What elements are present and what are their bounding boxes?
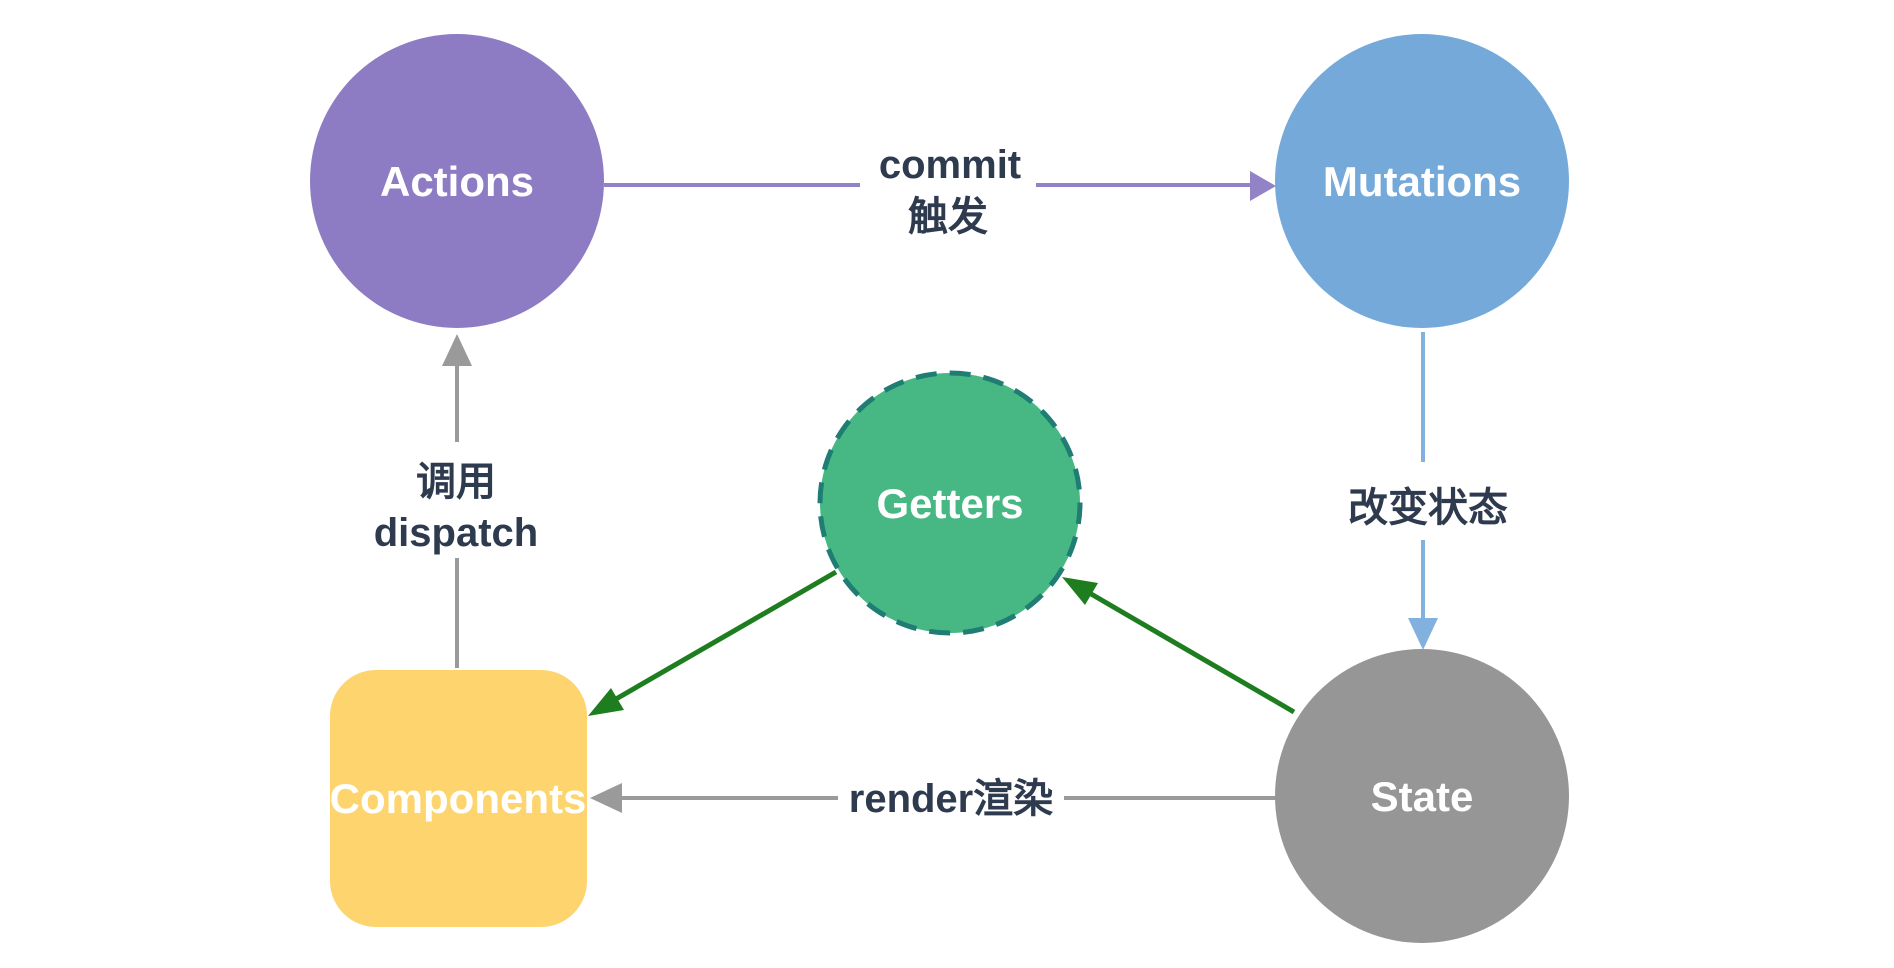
components-box: [330, 670, 587, 927]
change-state-label: 改变状态: [1348, 486, 1508, 530]
node-getters: Getters: [817, 370, 1083, 636]
node-state: State: [1275, 649, 1569, 943]
render-label: render渲染: [849, 777, 1054, 821]
getters-to-components-line: [614, 569, 838, 702]
edge-dispatch-components-to-actions: [442, 334, 472, 668]
actions-label: Actions: [380, 158, 534, 205]
edge-getters-to-components: [588, 569, 838, 716]
label-dispatch: 调用 dispatch: [374, 460, 538, 555]
commit-label-line2: 触发: [908, 195, 988, 239]
dispatch-label-line2: dispatch: [374, 511, 538, 555]
components-label: Components: [330, 775, 587, 822]
edge-commit-actions-to-mutations: [604, 171, 1276, 201]
state-to-getters-line: [1084, 588, 1296, 715]
getters-circle: [817, 370, 1083, 636]
dispatch-arrowhead-up-icon: [442, 334, 472, 366]
mutations-label: Mutations: [1323, 158, 1521, 205]
node-components: Components: [330, 670, 587, 927]
edge-state-to-getters: [1062, 577, 1296, 715]
state-label: State: [1371, 773, 1474, 820]
getters-to-components-arrowhead-icon: [588, 688, 624, 716]
node-mutations: Mutations: [1275, 34, 1569, 328]
render-arrowhead-left-icon: [590, 783, 622, 813]
state-circle: [1275, 649, 1569, 943]
state-to-getters-arrowhead-icon: [1062, 577, 1098, 605]
edge-change-state-mutations-to-state: [1408, 332, 1438, 650]
getters-label: Getters: [876, 480, 1023, 527]
label-commit: commit 触发: [879, 143, 1021, 239]
actions-circle: [310, 34, 604, 328]
dispatch-label-line1: 调用: [416, 460, 496, 504]
commit-arrowhead-right-icon: [1250, 171, 1276, 201]
change-state-arrowhead-down-icon: [1408, 618, 1438, 650]
label-change-state: 改变状态: [1348, 486, 1508, 530]
node-actions: Actions: [310, 34, 604, 328]
edge-render-state-to-components: [590, 783, 1276, 813]
label-render: render渲染: [849, 777, 1054, 821]
commit-label-line1: commit: [879, 143, 1021, 187]
mutations-circle: [1275, 34, 1569, 328]
